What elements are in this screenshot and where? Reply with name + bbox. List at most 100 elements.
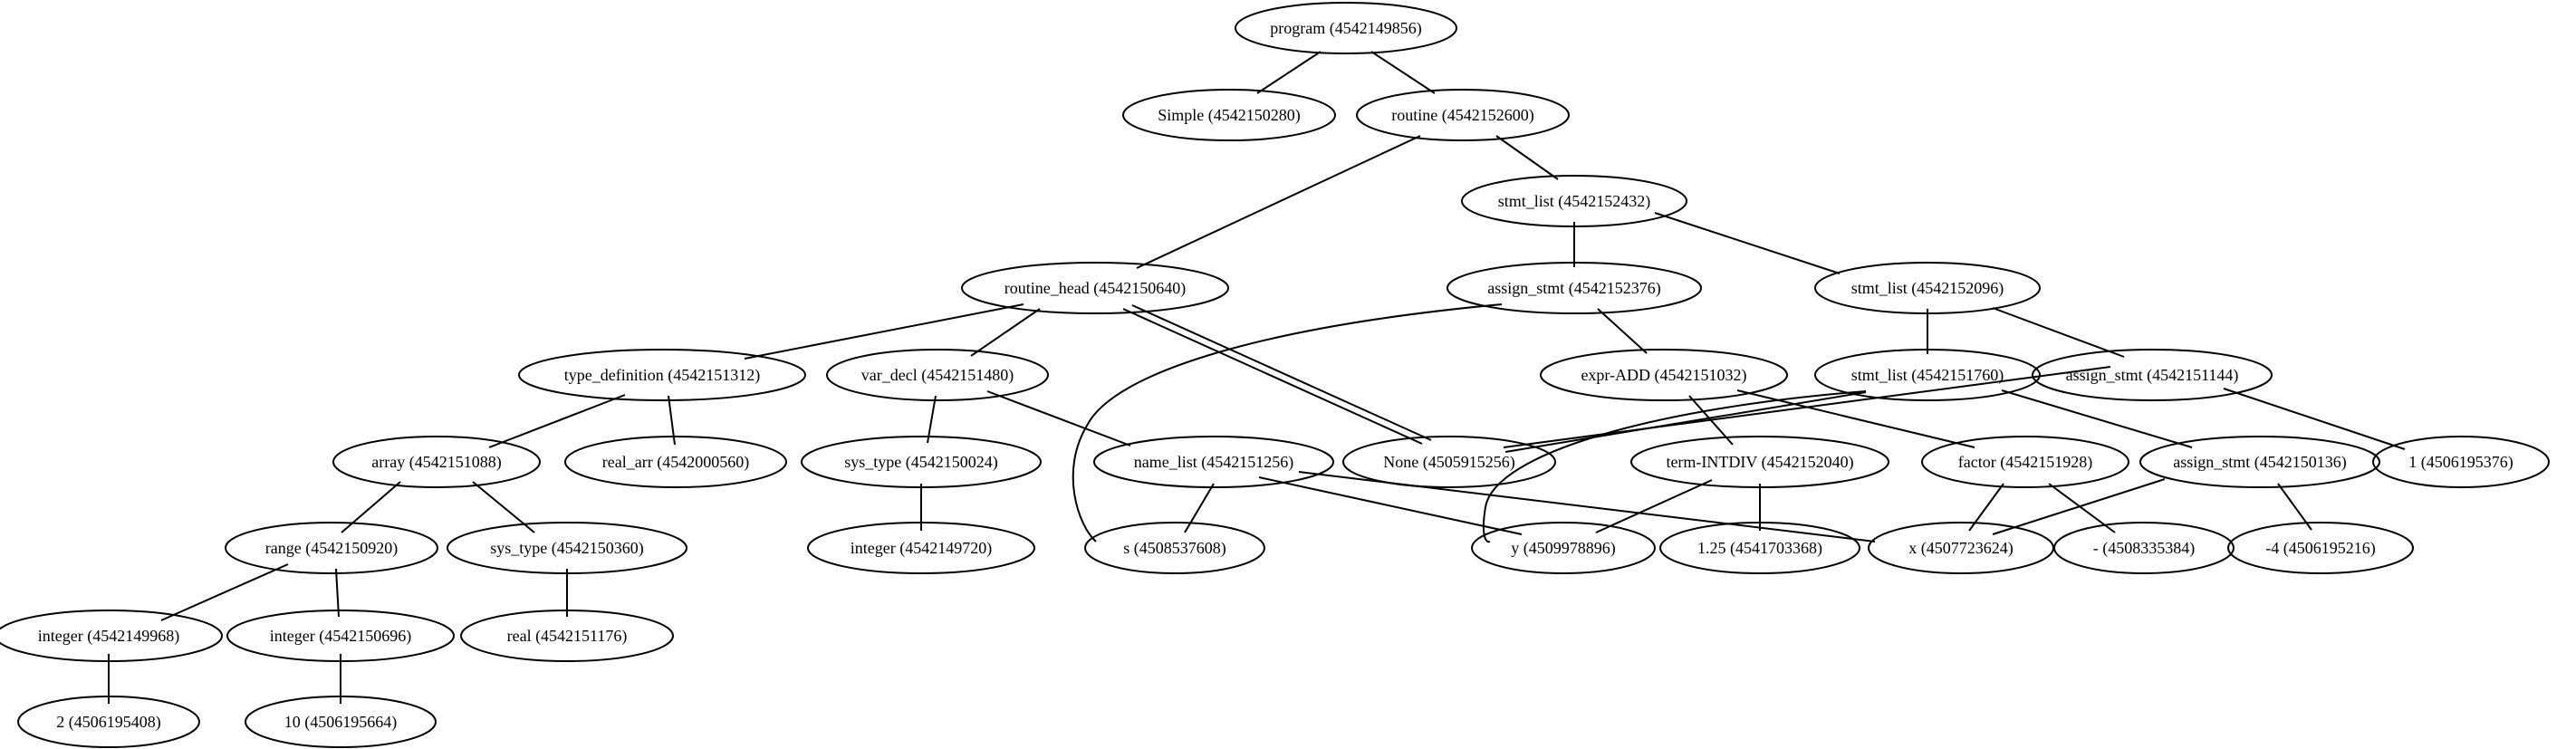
node-minus[interactable]: - (4508335384) bbox=[2053, 522, 2235, 574]
edge-assign-stmt-2-one bbox=[2223, 388, 2406, 450]
node-assign-stmt-3[interactable]: assign_stmt (4542150136) bbox=[2139, 436, 2380, 488]
node-routine[interactable]: routine (4542152600) bbox=[1356, 89, 1570, 141]
node-none[interactable]: None (4505915256) bbox=[1342, 436, 1556, 488]
node-none-label: None (4505915256) bbox=[1383, 453, 1514, 472]
node-routine-head[interactable]: routine_head (4542150640) bbox=[961, 262, 1229, 314]
node-array[interactable]: array (4542151088) bbox=[332, 436, 541, 488]
node-minus-label: - (4508335384) bbox=[2093, 539, 2195, 558]
node-one[interactable]: 1 (4506195376) bbox=[2372, 436, 2550, 488]
node-assign-stmt-1[interactable]: assign_stmt (4542152376) bbox=[1447, 262, 1702, 314]
edge-stmt-list-3-none bbox=[1504, 391, 1867, 453]
node-s[interactable]: s (4508537608) bbox=[1084, 522, 1265, 574]
edge-name-list-y bbox=[1258, 476, 1523, 535]
edge-routine-head-type-definition bbox=[744, 303, 1024, 360]
edge-routine-head-none-2 bbox=[1131, 304, 1432, 441]
node-routine-shape bbox=[1356, 89, 1570, 141]
edge-assign-stmt-1-expr-add bbox=[1597, 308, 1648, 354]
node-two[interactable]: 2 (4506195408) bbox=[17, 696, 200, 748]
node-x[interactable]: x (4507723624) bbox=[1868, 522, 2054, 574]
node-y-shape bbox=[1471, 522, 1656, 574]
node-assign-stmt-2[interactable]: assign_stmt (4542151144) bbox=[2032, 349, 2273, 401]
edge-type-definition-array bbox=[488, 394, 626, 448]
node-name-list[interactable]: name_list (4542151256) bbox=[1093, 436, 1334, 488]
node-stmt-list-2-label: stmt_list (4542152096) bbox=[1851, 279, 2004, 298]
node-stmt-list-3-label: stmt_list (4542151760) bbox=[1851, 366, 2004, 385]
node-type-definition-label: type_definition (4542151312) bbox=[564, 366, 760, 385]
edge-stmt-list-3-assign-stmt-3 bbox=[2001, 389, 2193, 448]
node-y[interactable]: y (4509978896) bbox=[1471, 522, 1656, 574]
node-assign-stmt-1-shape bbox=[1447, 262, 1702, 314]
node-integer-1-shape bbox=[807, 522, 1035, 574]
node-var-decl[interactable]: var_decl (4542151480) bbox=[826, 349, 1049, 401]
node-name-list-label: name_list (4542151256) bbox=[1134, 453, 1293, 472]
node-neg-4-label: -4 (4506195216) bbox=[2265, 539, 2375, 558]
node-1-25[interactable]: 1.25 (4541703368) bbox=[1659, 522, 1860, 574]
edge-stmt-list-1-stmt-list-2 bbox=[1654, 212, 1841, 274]
node-stmt-list-3-shape bbox=[1814, 349, 2041, 401]
node-integer-2-label: integer (4542149968) bbox=[38, 627, 179, 646]
node-var-decl-shape bbox=[826, 349, 1049, 401]
node-integer-3[interactable]: integer (4542150696) bbox=[226, 610, 455, 662]
node-expr-add[interactable]: expr-ADD (4542151032) bbox=[1540, 349, 1788, 401]
node-sys-type-2[interactable]: sys_type (4542150360) bbox=[447, 522, 687, 574]
node-one-label: 1 (4506195376) bbox=[2408, 453, 2514, 472]
node-sys-type-1[interactable]: sys_type (4542150024) bbox=[801, 436, 1042, 488]
node-factor-label: factor (4542151928) bbox=[1958, 453, 2092, 472]
node-array-label: array (4542151088) bbox=[371, 453, 501, 472]
node-y-label: y (4509978896) bbox=[1511, 539, 1616, 558]
node-neg-4-shape bbox=[2227, 522, 2414, 574]
node-two-shape bbox=[17, 696, 200, 748]
edge-stmt-list-3-y bbox=[1482, 390, 1867, 543]
node-simple[interactable]: Simple (4542150280) bbox=[1122, 89, 1336, 141]
edge-routine-head-var-decl bbox=[970, 308, 1041, 357]
node-simple-label: Simple (4542150280) bbox=[1158, 106, 1301, 125]
node-program-label: program (4542149856) bbox=[1270, 19, 1421, 38]
node-factor[interactable]: factor (4542151928) bbox=[1921, 436, 2129, 488]
node-term-intdiv-label: term-INTDIV (4542152040) bbox=[1666, 453, 1853, 472]
edge-routine-head-none-1 bbox=[1122, 308, 1423, 445]
node-minus-shape bbox=[2053, 522, 2235, 574]
node-factor-shape bbox=[1921, 436, 2129, 488]
node-type-definition[interactable]: type_definition (4542151312) bbox=[518, 349, 806, 401]
node-term-intdiv[interactable]: term-INTDIV (4542152040) bbox=[1630, 436, 1889, 488]
node-stmt-list-1[interactable]: stmt_list (4542152432) bbox=[1461, 175, 1687, 227]
node-routine-head-shape bbox=[961, 262, 1229, 314]
edge-assign-stmt-1-s bbox=[1072, 303, 1503, 543]
node-1-25-label: 1.25 (4541703368) bbox=[1697, 539, 1822, 558]
edge-range-integer-2 bbox=[160, 563, 289, 621]
node-s-shape bbox=[1084, 522, 1265, 574]
node-one-shape bbox=[2372, 436, 2550, 488]
node-assign-stmt-3-label: assign_stmt (4542150136) bbox=[2173, 453, 2347, 472]
node-ten-shape bbox=[245, 696, 437, 748]
edge-array-range bbox=[341, 481, 401, 533]
node-neg-4[interactable]: -4 (4506195216) bbox=[2227, 522, 2414, 574]
node-ten[interactable]: 10 (4506195664) bbox=[245, 696, 437, 748]
node-real-arr-label: real_arr (4542000560) bbox=[602, 453, 749, 472]
node-real-arr[interactable]: real_arr (4542000560) bbox=[564, 436, 787, 488]
node-range-label: range (4542150920) bbox=[265, 539, 398, 558]
node-integer-1[interactable]: integer (4542149720) bbox=[807, 522, 1035, 574]
edge-stmt-list-2-assign-stmt-2 bbox=[1992, 307, 2125, 358]
node-real[interactable]: real (4542151176) bbox=[460, 610, 674, 662]
node-integer-2[interactable]: integer (4542149968) bbox=[0, 610, 223, 662]
node-ten-label: 10 (4506195664) bbox=[284, 713, 398, 732]
node-stmt-list-3[interactable]: stmt_list (4542151760) bbox=[1814, 349, 2041, 401]
node-integer-2-shape bbox=[0, 610, 223, 662]
node-range[interactable]: range (4542150920) bbox=[225, 522, 438, 574]
edge-program-simple bbox=[1256, 51, 1322, 94]
node-real-arr-shape bbox=[564, 436, 787, 488]
edge-term-intdiv-y bbox=[1595, 479, 1713, 533]
node-stmt-list-2[interactable]: stmt_list (4542152096) bbox=[1814, 262, 2041, 314]
node-real-shape bbox=[460, 610, 674, 662]
node-assign-stmt-2-shape bbox=[2032, 349, 2273, 401]
node-program[interactable]: program (4542149856) bbox=[1235, 2, 1457, 54]
node-stmt-list-1-label: stmt_list (4542152432) bbox=[1498, 192, 1651, 211]
node-real-label: real (4542151176) bbox=[507, 627, 628, 646]
node-assign-stmt-2-label: assign_stmt (4542151144) bbox=[2066, 366, 2239, 385]
node-s-label: s (4508537608) bbox=[1123, 539, 1226, 558]
node-program-shape bbox=[1235, 2, 1457, 54]
node-var-decl-label: var_decl (4542151480) bbox=[861, 366, 1014, 385]
node-stmt-list-2-shape bbox=[1814, 262, 2041, 314]
edges bbox=[108, 51, 2406, 704]
